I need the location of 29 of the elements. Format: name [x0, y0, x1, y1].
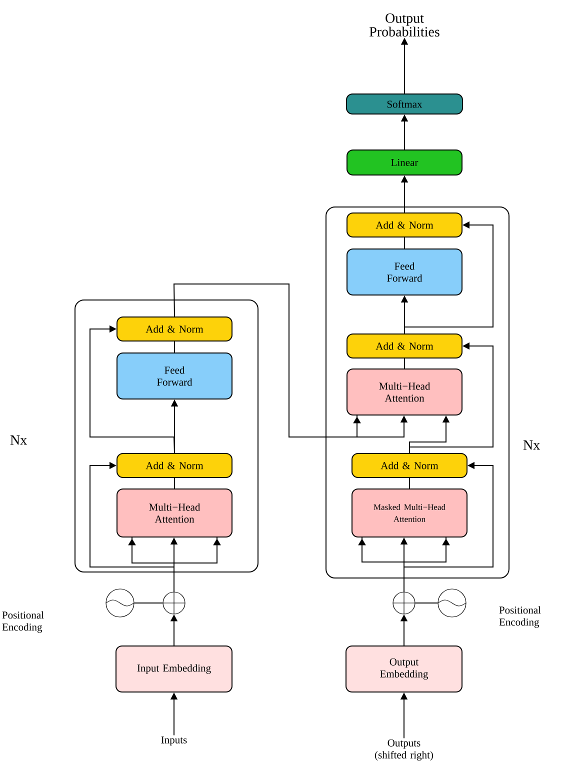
sine-circle: [438, 588, 466, 618]
sine-circle: [106, 588, 134, 618]
arrow: [90, 325, 175, 454]
attention-box: Multi−Head Attention: [346, 368, 462, 416]
plus-circle: [392, 592, 416, 614]
plus-circle: [162, 592, 186, 614]
attention-box: Multi−Head Attention: [116, 488, 232, 538]
block-frame: [74, 300, 258, 572]
add-norm-box: Add & Norm: [346, 334, 462, 358]
arrow: [90, 462, 174, 592]
side-label: Nx: [523, 440, 540, 450]
add-norm-box: Add & Norm: [346, 212, 462, 238]
add-norm-box: Add & Norm: [352, 453, 468, 478]
add-norm-box: Add & Norm: [116, 453, 232, 478]
input-label: Inputs: [161, 736, 187, 746]
embedding-box: Output Embedding: [346, 646, 462, 692]
side-label: Positional Encoding: [2, 611, 44, 633]
softmax-box: Softmax: [346, 94, 463, 114]
block-frame: [326, 206, 510, 578]
feed-forward-box: Feed Forward: [116, 352, 232, 400]
input-label: Outputs (shifted right): [375, 739, 433, 761]
output-label: Output Probabilities: [370, 13, 440, 37]
embedding-box: Input Embedding: [116, 646, 232, 692]
feed-forward-box: Feed Forward: [346, 248, 462, 296]
add-norm-box: Add & Norm: [116, 316, 232, 342]
attention-box: Masked Multi−Head Attention: [352, 488, 468, 538]
side-label: Nx: [10, 435, 27, 445]
linear-box: Linear: [346, 150, 462, 176]
side-label: Positional Encoding: [499, 606, 541, 628]
